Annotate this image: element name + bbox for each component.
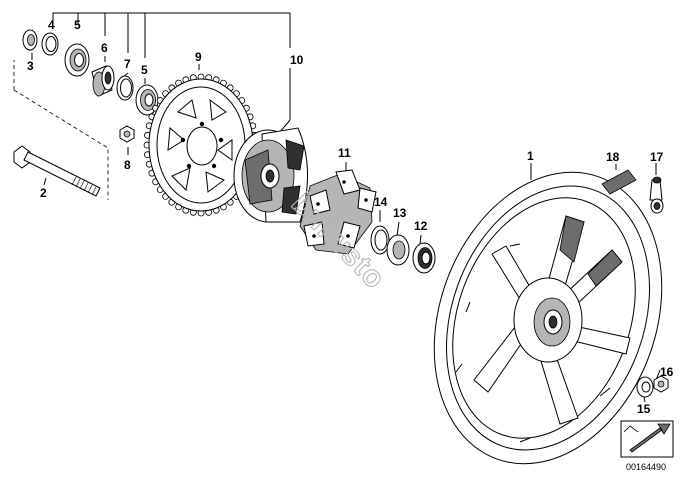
part-label-16: 16 <box>660 365 674 379</box>
hex-bolt-2 <box>13 145 101 197</box>
sprocket-carrier-10 <box>233 127 308 223</box>
part-label-17: 17 <box>650 150 664 164</box>
part-label-12: 12 <box>414 219 428 233</box>
part-label-7: 7 <box>124 57 131 71</box>
spacer-13 <box>386 234 410 266</box>
rubber-damper-11 <box>299 169 377 255</box>
part-label-5a: 5 <box>74 18 81 32</box>
part-label-14: 14 <box>374 195 388 209</box>
reference-number: 00164490 <box>626 462 666 472</box>
part-label-8: 8 <box>124 158 131 172</box>
o-ring-14 <box>370 225 390 255</box>
part-label-10: 10 <box>290 53 304 67</box>
part-label-4: 4 <box>48 18 55 32</box>
washer-15 <box>636 376 654 398</box>
valve-17 <box>649 176 664 214</box>
ball-bearing-12 <box>412 242 436 274</box>
ball-bearing-5a <box>64 43 90 77</box>
nut-16 <box>653 375 669 393</box>
part-label-5b: 5 <box>141 63 148 77</box>
part-label-9: 9 <box>195 50 202 64</box>
spacer-ring-3 <box>22 29 38 51</box>
part-label-13: 13 <box>393 206 407 220</box>
part-label-15: 15 <box>637 402 651 416</box>
circlip-4 <box>41 32 59 56</box>
part-label-18: 18 <box>606 150 620 164</box>
wheel-rim-1 <box>433 171 663 465</box>
hex-nut-8 <box>119 125 135 143</box>
part-label-11: 11 <box>338 146 351 160</box>
part-label-3: 3 <box>27 59 34 73</box>
chain-sprocket-9 <box>143 73 259 217</box>
part-label-1: 1 <box>527 149 534 163</box>
circlip-7 <box>116 75 134 101</box>
part-label-6: 6 <box>101 41 108 55</box>
part-label-2: 2 <box>40 186 47 200</box>
distance-sleeve-6 <box>91 65 115 97</box>
reference-box: 00164490 <box>620 420 674 472</box>
part-labels: 1 2 3 4 5 6 7 5 8 9 10 11 12 13 14 15 16… <box>27 18 674 416</box>
balance-weight-18 <box>601 169 637 195</box>
